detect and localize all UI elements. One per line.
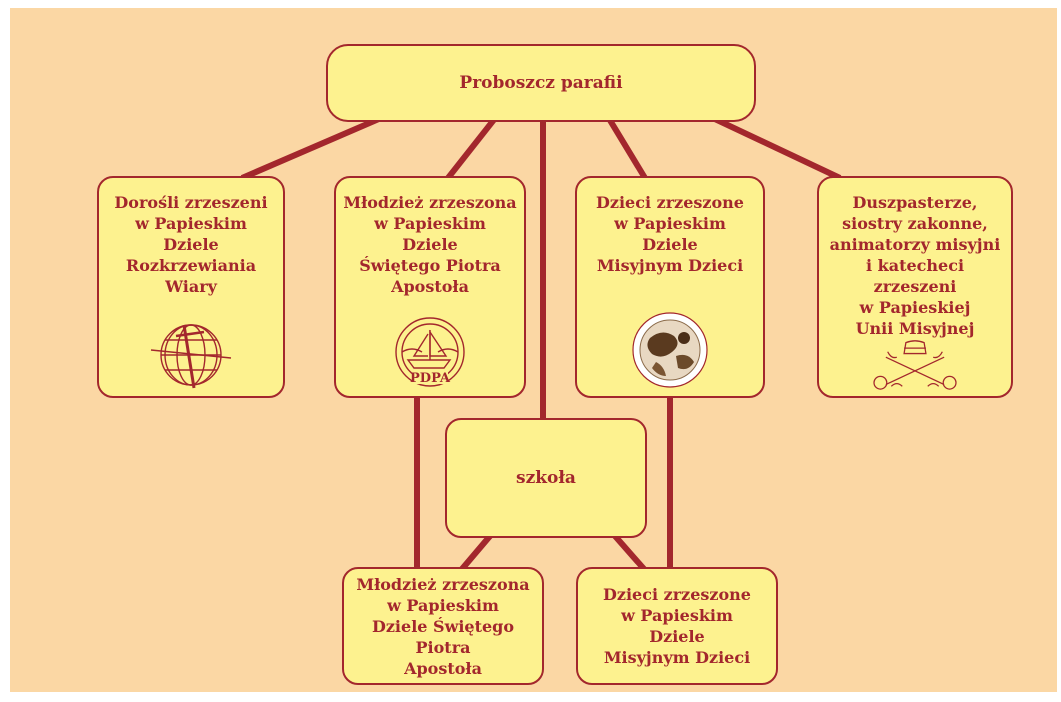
- node-adults: Dorośli zrzeszeni w Papieskim Dziele Roz…: [97, 176, 285, 398]
- connector-root-clergy: [698, 109, 842, 181]
- node-school-label: szkoła: [516, 467, 576, 488]
- connector-root-adults: [240, 109, 397, 181]
- root-label: Proboszcz parafii: [459, 72, 623, 93]
- node-youth: Młodzież zrzeszona w Papieskim Dziele Św…: [334, 176, 526, 398]
- children-globe-emblem: [632, 312, 708, 388]
- pdpa-emblem-text: PDPA: [410, 371, 451, 386]
- node-clergy-label: Duszpasterze, siostry zakonne, animatorz…: [829, 193, 1001, 338]
- connector-school-youth2: [459, 534, 493, 571]
- node-adults-label: Dorośli zrzeszeni w Papieskim Dziele Roz…: [114, 193, 268, 296]
- node-school-youth: Młodzież zrzeszona w Papieskim Dziele Św…: [342, 567, 544, 685]
- connector-school-children2: [612, 534, 647, 571]
- connector-root-youth: [445, 110, 503, 180]
- node-clergy: Duszpasterze, siostry zakonne, animatorz…: [817, 176, 1013, 398]
- papal-keys-emblem: [873, 340, 957, 390]
- node-school: szkoła: [445, 418, 647, 538]
- pdpa-boat-emblem: PDPA: [395, 317, 465, 387]
- globe-cross-emblem: [150, 324, 232, 389]
- node-school-children: Dzieci zrzeszone w Papieskim Dziele Misy…: [576, 567, 778, 685]
- connector-lines: [240, 109, 842, 571]
- node-children-label: Dzieci zrzeszone w Papieskim Dziele Misy…: [596, 193, 744, 275]
- org-chart-canvas: Proboszcz parafii Dorośli zrzeszeni w Pa…: [10, 8, 1057, 692]
- node-youth-label: Młodzież zrzeszona w Papieskim Dziele Św…: [343, 193, 517, 296]
- connector-root-children: [602, 110, 648, 180]
- root-node: Proboszcz parafii: [326, 44, 756, 122]
- node-school-children-label: Dzieci zrzeszone w Papieskim Dziele Misy…: [603, 585, 751, 667]
- node-children: Dzieci zrzeszone w Papieskim Dziele Misy…: [575, 176, 765, 398]
- node-school-youth-label: Młodzież zrzeszona w Papieskim Dziele Św…: [356, 574, 530, 678]
